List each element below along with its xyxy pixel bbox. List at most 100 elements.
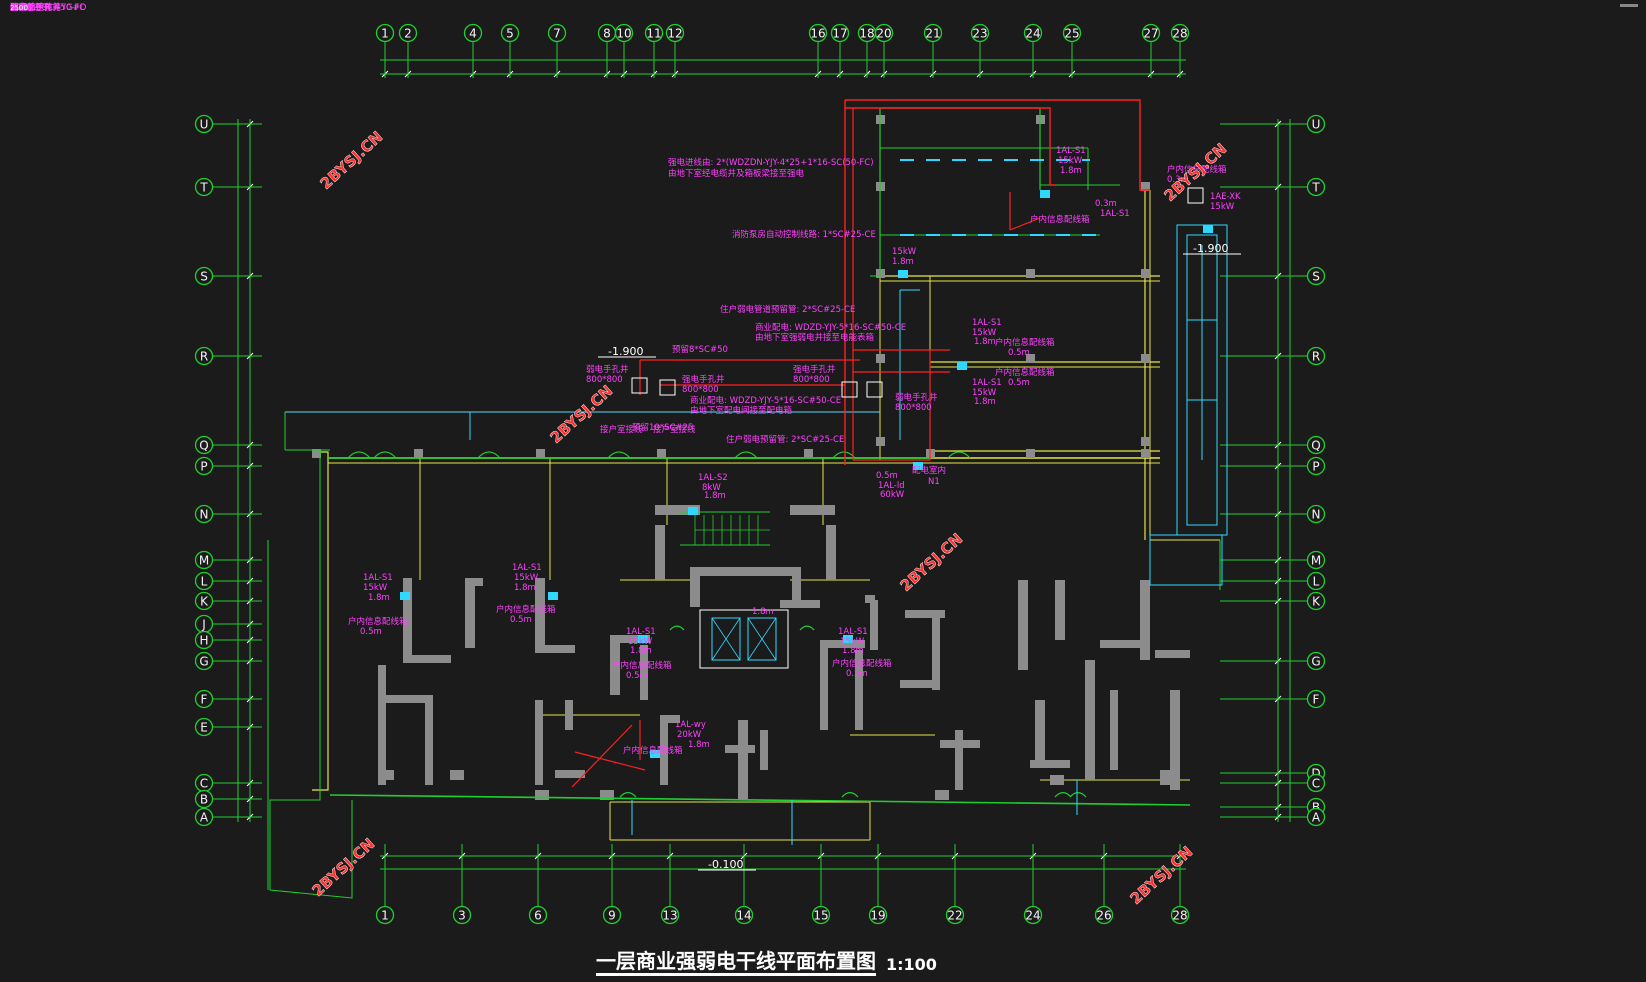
axis-bubble-label: F bbox=[1313, 693, 1320, 707]
axis-bubble-label: 10 bbox=[616, 27, 631, 41]
axis-bubble-right-M: M bbox=[1306, 550, 1326, 570]
axis-bubble-right-F: F bbox=[1306, 689, 1326, 709]
axis-bubble-top-5: 5 bbox=[500, 23, 520, 43]
wall-segment bbox=[660, 715, 668, 785]
axis-bubble-circle bbox=[644, 23, 664, 43]
annotation-text: 0.5m bbox=[876, 471, 898, 481]
axis-bubble-label: 28 bbox=[1172, 909, 1187, 923]
distribution-box bbox=[957, 362, 967, 370]
wall-segment bbox=[1085, 660, 1095, 780]
axis-bubble-label: 28 bbox=[1172, 27, 1187, 41]
annotation-text: 商业配电: WDZD-YJY-5*16-SC#50-CE bbox=[690, 395, 841, 406]
annotation-text: 1.8m bbox=[1060, 166, 1082, 176]
axis-bubble-left-C: C bbox=[194, 773, 214, 793]
axis-bubble-label: G bbox=[199, 655, 208, 669]
axis-bubble-label: 3 bbox=[458, 909, 466, 923]
annotation-text: 2500 bbox=[10, 4, 28, 12]
axis-bubble-label: 18 bbox=[859, 27, 874, 41]
annotation-text: 配电室内 bbox=[912, 465, 946, 476]
axis-bubble-left-S: S bbox=[194, 266, 214, 286]
weak-manhole-2 bbox=[866, 381, 883, 398]
axis-bubble-label: 1 bbox=[381, 27, 389, 41]
annotation-text: 户内信息配线箱 bbox=[995, 337, 1055, 348]
axis-bubble-circle bbox=[614, 23, 634, 43]
axis-bubble-circle bbox=[945, 905, 965, 925]
axis-bubble-right-P: P bbox=[1306, 456, 1326, 476]
axis-bubble-circle bbox=[602, 905, 622, 925]
annotation-text: 接户室接线 bbox=[653, 424, 696, 435]
annotation-text: 1AL-ld bbox=[878, 481, 905, 491]
annotation-text: 15kW bbox=[628, 637, 653, 647]
wall-segment bbox=[535, 578, 545, 653]
wall-segment bbox=[1100, 640, 1140, 648]
axis-bubble-circle bbox=[194, 591, 214, 611]
axis-bubble-circle bbox=[1306, 550, 1326, 570]
axis-bubble-circle bbox=[194, 630, 214, 650]
axis-bubble-right-C: C bbox=[1306, 773, 1326, 793]
axis-bubble-bottom-26: 26 bbox=[1094, 905, 1114, 925]
wall-segment bbox=[870, 600, 878, 650]
axis-bubble-left-E: E bbox=[194, 717, 214, 737]
wall-segment bbox=[535, 700, 543, 785]
axis-bubble-label: 12 bbox=[667, 27, 682, 41]
wall-segment bbox=[403, 655, 451, 663]
door-swing-arc bbox=[947, 451, 971, 459]
axis-bubble-top-1: 1 bbox=[375, 23, 395, 43]
column bbox=[1141, 437, 1150, 446]
wall-segment bbox=[955, 730, 963, 790]
door-swing-arc bbox=[669, 625, 685, 631]
annotation-text: 0.3m bbox=[1095, 199, 1117, 209]
annotation-text: 1.8m bbox=[974, 397, 996, 407]
axis-bubble-circle bbox=[463, 23, 483, 43]
wall-segment bbox=[932, 610, 940, 690]
door-swing-arc bbox=[477, 451, 501, 459]
annotation-text: 800*800 bbox=[682, 385, 719, 395]
axis-bubble-left-H: H bbox=[194, 630, 214, 650]
axis-bubble-label: 15 bbox=[813, 909, 828, 923]
axis-bubble-circle bbox=[808, 23, 828, 43]
column bbox=[1141, 182, 1150, 191]
watermark-text: 2BYSJ.CN bbox=[897, 530, 967, 595]
drawing-title: 一层商业强弱电干线平面布置图 bbox=[596, 950, 876, 976]
axis-bubble-label: 5 bbox=[506, 27, 514, 41]
axis-bubble-right-U: U bbox=[1306, 114, 1326, 134]
wall-segment bbox=[655, 525, 665, 580]
axis-bubble-circle bbox=[923, 23, 943, 43]
axis-bubble-top-18: 18 bbox=[857, 23, 877, 43]
column bbox=[414, 449, 423, 458]
wall-segment bbox=[535, 645, 575, 653]
annotation-text: 弱电手孔井 bbox=[10, 2, 53, 13]
annotation-text: 户内信息配线箱 bbox=[612, 660, 672, 671]
axis-bubble-top-7: 7 bbox=[547, 23, 567, 43]
axis-bubble-circle bbox=[547, 23, 567, 43]
wall-segment bbox=[935, 790, 949, 800]
annotation-text: 1AL-S1 bbox=[1100, 209, 1130, 219]
axis-bubble-circle bbox=[452, 905, 472, 925]
wall-segment bbox=[792, 567, 801, 607]
axis-bubble-circle bbox=[194, 550, 214, 570]
door-swing-arc bbox=[373, 451, 397, 459]
red-branch-diag bbox=[1009, 217, 1041, 231]
wall-segment bbox=[1018, 580, 1028, 670]
wall-segment bbox=[465, 578, 483, 586]
annotation-text: 800*800 bbox=[586, 375, 623, 385]
axis-bubble-right-K: K bbox=[1306, 591, 1326, 611]
axis-bubble-label: K bbox=[200, 595, 209, 609]
axis-bubble-circle bbox=[868, 905, 888, 925]
annotation-text: 1.8m bbox=[704, 491, 726, 501]
column bbox=[804, 449, 813, 458]
annotation-text: 0.3m bbox=[1167, 175, 1189, 185]
axis-bubble-top-11: 11 bbox=[644, 23, 664, 43]
annotation-text: 15kW bbox=[363, 583, 388, 593]
wall-segment bbox=[865, 595, 875, 603]
annotation-text: 1.8m bbox=[688, 740, 710, 750]
distribution-box bbox=[548, 592, 558, 600]
axis-bubble-bottom-1: 1 bbox=[375, 905, 395, 925]
axis-bubble-label: C bbox=[1312, 777, 1320, 791]
axis-bubble-circle bbox=[1306, 571, 1326, 591]
annotation-text: 由地下室强弱电井接至电能表箱 bbox=[755, 332, 875, 343]
annotation-text: 15kW bbox=[972, 328, 997, 338]
annotation-text: 户内信息配线箱 bbox=[1030, 214, 1090, 225]
annotation-text: 弱电手孔井 bbox=[895, 392, 938, 403]
